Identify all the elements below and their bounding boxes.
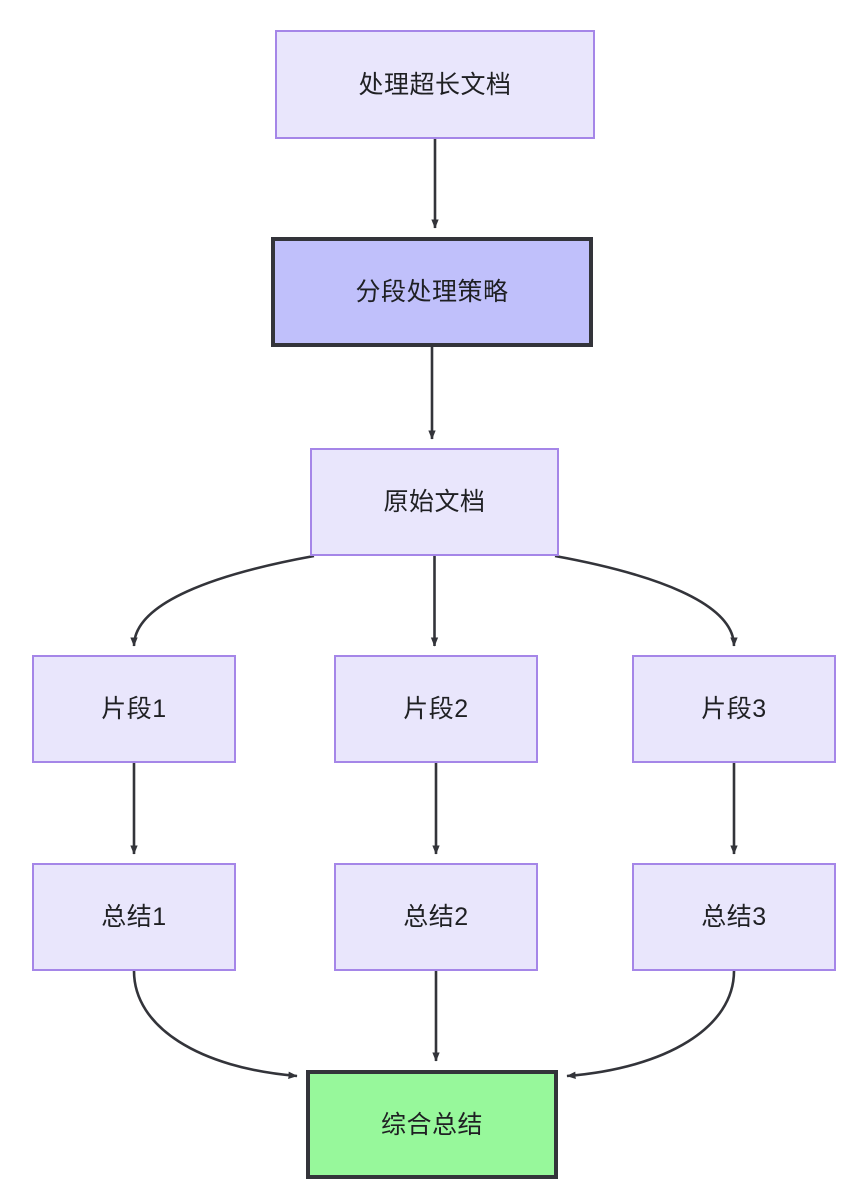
edge-summary1-to-final_summary xyxy=(132,970,298,1079)
node-label: 综合总结 xyxy=(380,1110,483,1139)
node-label: 片段3 xyxy=(701,695,767,723)
node-label: 总结1 xyxy=(101,903,167,931)
node-summary3[interactable]: 总结3 xyxy=(632,863,836,971)
node-doc_task[interactable]: 处理超长文档 xyxy=(275,30,595,139)
node-chunk2[interactable]: 片段2 xyxy=(334,655,538,763)
node-label: 片段1 xyxy=(101,695,167,723)
node-label: 处理超长文档 xyxy=(358,70,512,99)
node-label: 总结3 xyxy=(701,903,767,931)
node-chunk1[interactable]: 片段1 xyxy=(32,655,236,763)
node-summary1[interactable]: 总结1 xyxy=(32,863,236,971)
node-summary2[interactable]: 总结2 xyxy=(334,863,538,971)
node-strategy[interactable]: 分段处理策略 xyxy=(271,237,593,347)
edge-source_doc-to-chunk1 xyxy=(130,554,315,647)
edge-summary3-to-final_summary xyxy=(566,970,736,1080)
edge-source_doc-to-chunk3 xyxy=(554,554,738,647)
node-label: 片段2 xyxy=(403,695,469,723)
node-chunk3[interactable]: 片段3 xyxy=(632,655,836,763)
node-source_doc[interactable]: 原始文档 xyxy=(310,448,559,556)
node-final_summary[interactable]: 综合总结 xyxy=(306,1070,558,1179)
node-label: 原始文档 xyxy=(383,488,486,516)
node-label: 总结2 xyxy=(403,903,469,931)
node-label: 分段处理策略 xyxy=(355,278,509,306)
